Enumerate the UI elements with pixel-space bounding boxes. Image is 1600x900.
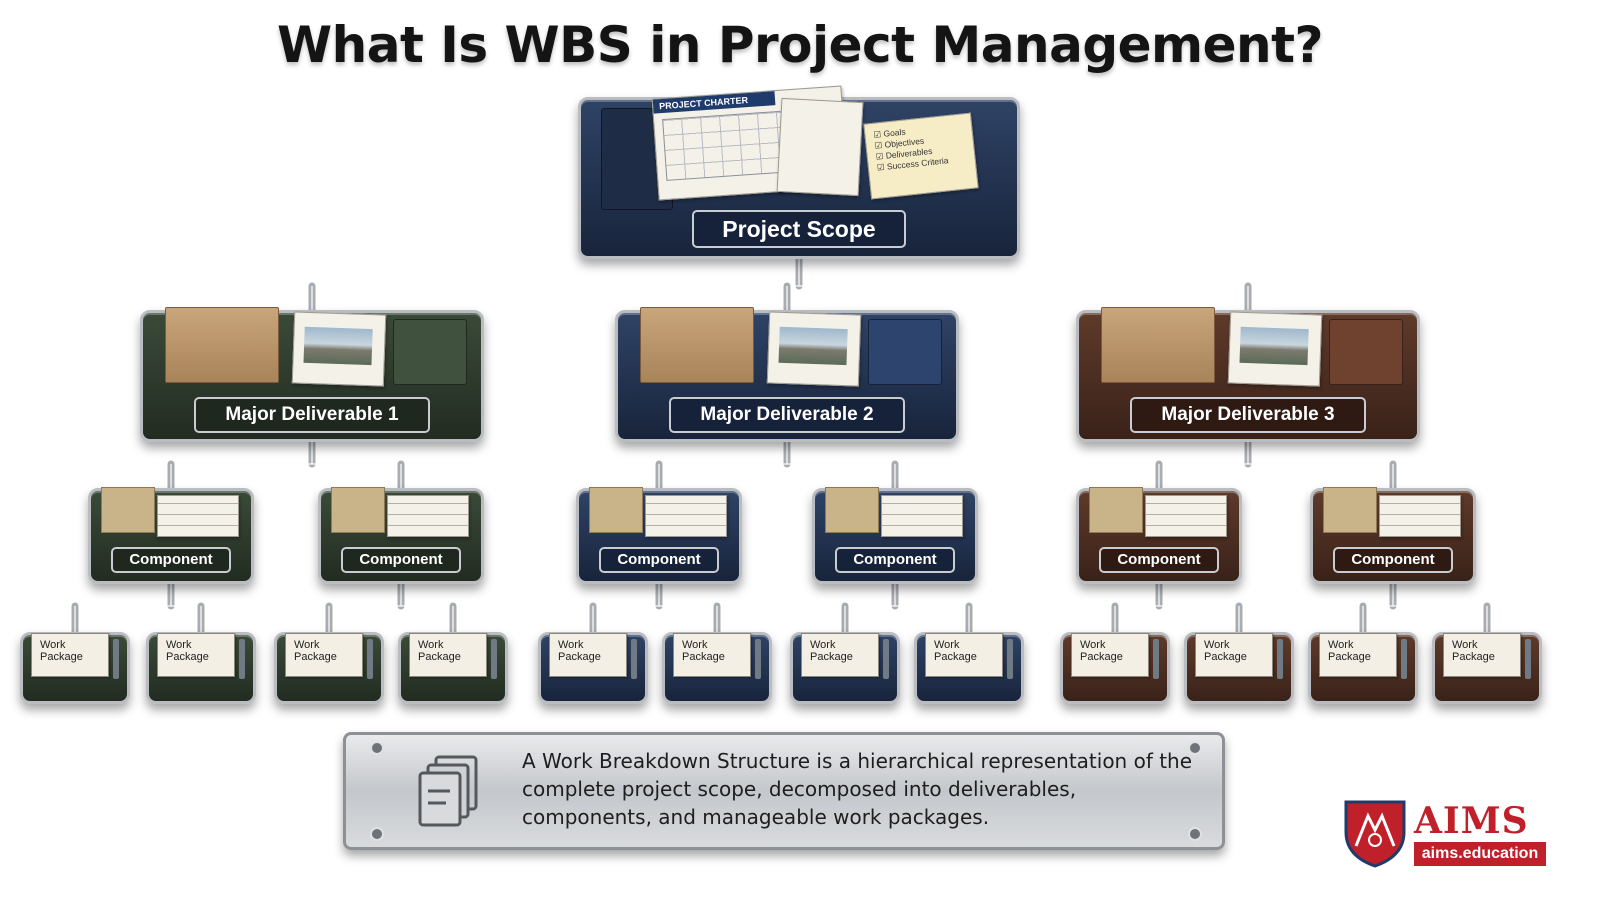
shipping-box-icon bbox=[640, 307, 754, 383]
work-package-label: Work Package bbox=[549, 633, 627, 677]
work-package-node: Work Package bbox=[538, 632, 648, 704]
work-package-node: Work Package bbox=[146, 632, 256, 704]
work-package-label: Work Package bbox=[157, 633, 235, 677]
pen-icon bbox=[367, 639, 373, 679]
folder-binder-icon bbox=[868, 319, 942, 385]
pen-icon bbox=[113, 639, 119, 679]
component-node: Component bbox=[812, 487, 978, 584]
work-package-node: Work Package bbox=[790, 632, 900, 704]
pen-icon bbox=[1007, 639, 1013, 679]
work-package-label: Work Package bbox=[1071, 633, 1149, 677]
aims-crest-icon bbox=[1344, 800, 1406, 868]
major-deliverable-node: Major Deliverable 3 bbox=[1076, 307, 1420, 442]
work-package-node: Work Package bbox=[274, 632, 384, 704]
work-package-node: Work Package bbox=[1308, 632, 1418, 704]
pen-icon bbox=[755, 639, 761, 679]
major-deliverable-node: Major Deliverable 2 bbox=[615, 307, 959, 442]
checklist-card-icon bbox=[1379, 495, 1461, 537]
shipping-box-icon bbox=[1101, 307, 1215, 383]
major-deliverable-node: Major Deliverable 1 bbox=[140, 307, 484, 442]
file-folder-icon bbox=[589, 487, 643, 533]
notebook-icon bbox=[291, 311, 387, 387]
work-package-node: Work Package bbox=[20, 632, 130, 704]
notebook-icon bbox=[1227, 311, 1323, 387]
rivet bbox=[370, 827, 384, 841]
pen-icon bbox=[239, 639, 245, 679]
documents-icon bbox=[418, 755, 478, 827]
rivet bbox=[1188, 827, 1202, 841]
pen-icon bbox=[491, 639, 497, 679]
folder-binder-icon bbox=[1329, 319, 1403, 385]
work-package-node: Work Package bbox=[914, 632, 1024, 704]
component-node: Component bbox=[1076, 487, 1242, 584]
photo-thumbnail bbox=[778, 326, 848, 366]
component-label: Component bbox=[599, 547, 719, 573]
project-scope-label: Project Scope bbox=[692, 210, 906, 248]
logo-url[interactable]: aims.education bbox=[1414, 842, 1546, 866]
pen-icon bbox=[631, 639, 637, 679]
component-label: Component bbox=[1333, 547, 1453, 573]
work-package-label: Work Package bbox=[801, 633, 879, 677]
checklist-card-icon bbox=[387, 495, 469, 537]
pen-icon bbox=[1153, 639, 1159, 679]
photo-thumbnail bbox=[1239, 326, 1309, 366]
description-plate: A Work Breakdown Structure is a hierarch… bbox=[343, 732, 1225, 850]
file-folder-icon bbox=[1089, 487, 1143, 533]
work-package-label: Work Package bbox=[285, 633, 363, 677]
file-folder-icon bbox=[331, 487, 385, 533]
work-package-node: Work Package bbox=[1184, 632, 1294, 704]
work-package-label: Work Package bbox=[1319, 633, 1397, 677]
rivet bbox=[370, 741, 384, 755]
wbs-description: A Work Breakdown Structure is a hierarch… bbox=[522, 749, 1193, 829]
pen-icon bbox=[883, 639, 889, 679]
component-node: Component bbox=[88, 487, 254, 584]
pen-icon bbox=[1277, 639, 1283, 679]
checklist-card-icon bbox=[1145, 495, 1227, 537]
component-node: Component bbox=[1310, 487, 1476, 584]
notebook-icon bbox=[766, 311, 862, 387]
logo-wordmark: AIMS bbox=[1414, 800, 1529, 842]
work-package-node: Work Package bbox=[662, 632, 772, 704]
file-folder-icon bbox=[825, 487, 879, 533]
component-node: Component bbox=[576, 487, 742, 584]
work-package-node: Work Package bbox=[398, 632, 508, 704]
component-node: Component bbox=[318, 487, 484, 584]
work-package-label: Work Package bbox=[925, 633, 1003, 677]
file-folder-icon bbox=[101, 487, 155, 533]
component-label: Component bbox=[1099, 547, 1219, 573]
file-folder-icon bbox=[1323, 487, 1377, 533]
work-package-node: Work Package bbox=[1060, 632, 1170, 704]
checklist-card-icon bbox=[645, 495, 727, 537]
photo-thumbnail bbox=[303, 326, 373, 366]
checklist-card-icon bbox=[157, 495, 239, 537]
component-label: Component bbox=[341, 547, 461, 573]
work-package-node: Work Package bbox=[1432, 632, 1542, 704]
folder-binder-icon bbox=[393, 319, 467, 385]
rivet bbox=[1188, 741, 1202, 755]
pen-icon bbox=[1401, 639, 1407, 679]
major-deliverable-label: Major Deliverable 3 bbox=[1130, 397, 1366, 433]
work-package-label: Work Package bbox=[31, 633, 109, 677]
checklist-card-icon bbox=[881, 495, 963, 537]
charter-page bbox=[776, 97, 864, 197]
major-deliverable-label: Major Deliverable 1 bbox=[194, 397, 430, 433]
component-label: Component bbox=[835, 547, 955, 573]
checklist-note: ☑ Goals ☑ Objectives ☑ Deliverables ☑ Su… bbox=[863, 112, 979, 200]
component-label: Component bbox=[111, 547, 231, 573]
shipping-box-icon bbox=[165, 307, 279, 383]
page-title: What Is WBS in Project Management? bbox=[276, 16, 1324, 74]
project-scope-node: PROJECT CHARTER ☑ Goals ☑ Objectives ☑ D… bbox=[578, 85, 1020, 259]
major-deliverable-label: Major Deliverable 2 bbox=[669, 397, 905, 433]
pen-icon bbox=[1525, 639, 1531, 679]
work-package-label: Work Package bbox=[673, 633, 751, 677]
work-package-label: Work Package bbox=[1443, 633, 1521, 677]
work-package-label: Work Package bbox=[1195, 633, 1273, 677]
work-package-label: Work Package bbox=[409, 633, 487, 677]
